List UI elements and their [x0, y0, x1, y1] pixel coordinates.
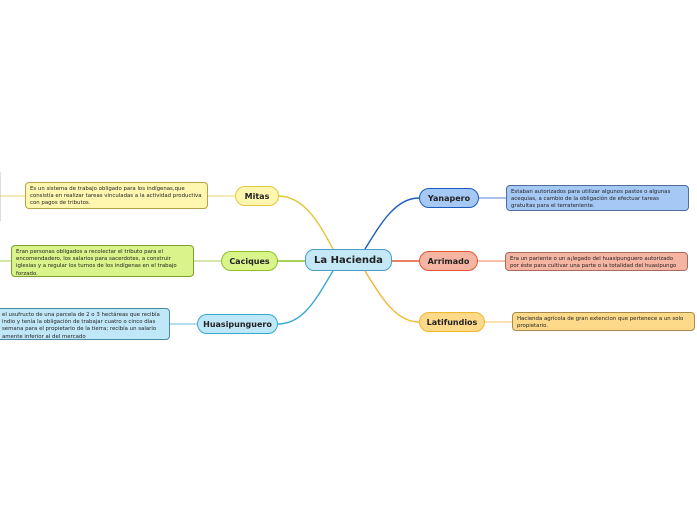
topic-arrimado[interactable]: Arrimado [419, 251, 478, 271]
topic-latifundios[interactable]: Latifundios [419, 312, 485, 332]
central-topic[interactable]: La Hacienda [305, 249, 392, 271]
link-huasipunguero [277, 270, 334, 325]
note-mitas[interactable]: Es un sistema de trabajo obligado para l… [25, 182, 208, 209]
topic-yanapero[interactable]: Yanapero [419, 188, 479, 208]
link-latifundios [364, 270, 420, 323]
note-arrimado[interactable]: Era un pariente o un a¡legado del huasip… [505, 252, 688, 271]
note-huasipunguero[interactable]: el usufructo de una parcela de 2 o 3 hec… [0, 308, 170, 340]
topic-caciques[interactable]: Caciques [221, 251, 278, 271]
link-yanapero [364, 197, 420, 250]
topic-huasipunguero[interactable]: Huasipunguero [197, 314, 278, 334]
link-mitas [277, 195, 334, 250]
note-caciques[interactable]: Eran personas obligados a recolectar el … [11, 245, 194, 277]
topic-mitas[interactable]: Mitas [235, 186, 279, 206]
note-yanapero[interactable]: Estaban autorizados para utilizar alguno… [506, 185, 689, 211]
note-latifundios[interactable]: Hacienda agrícola de gran extencion que … [512, 312, 695, 331]
